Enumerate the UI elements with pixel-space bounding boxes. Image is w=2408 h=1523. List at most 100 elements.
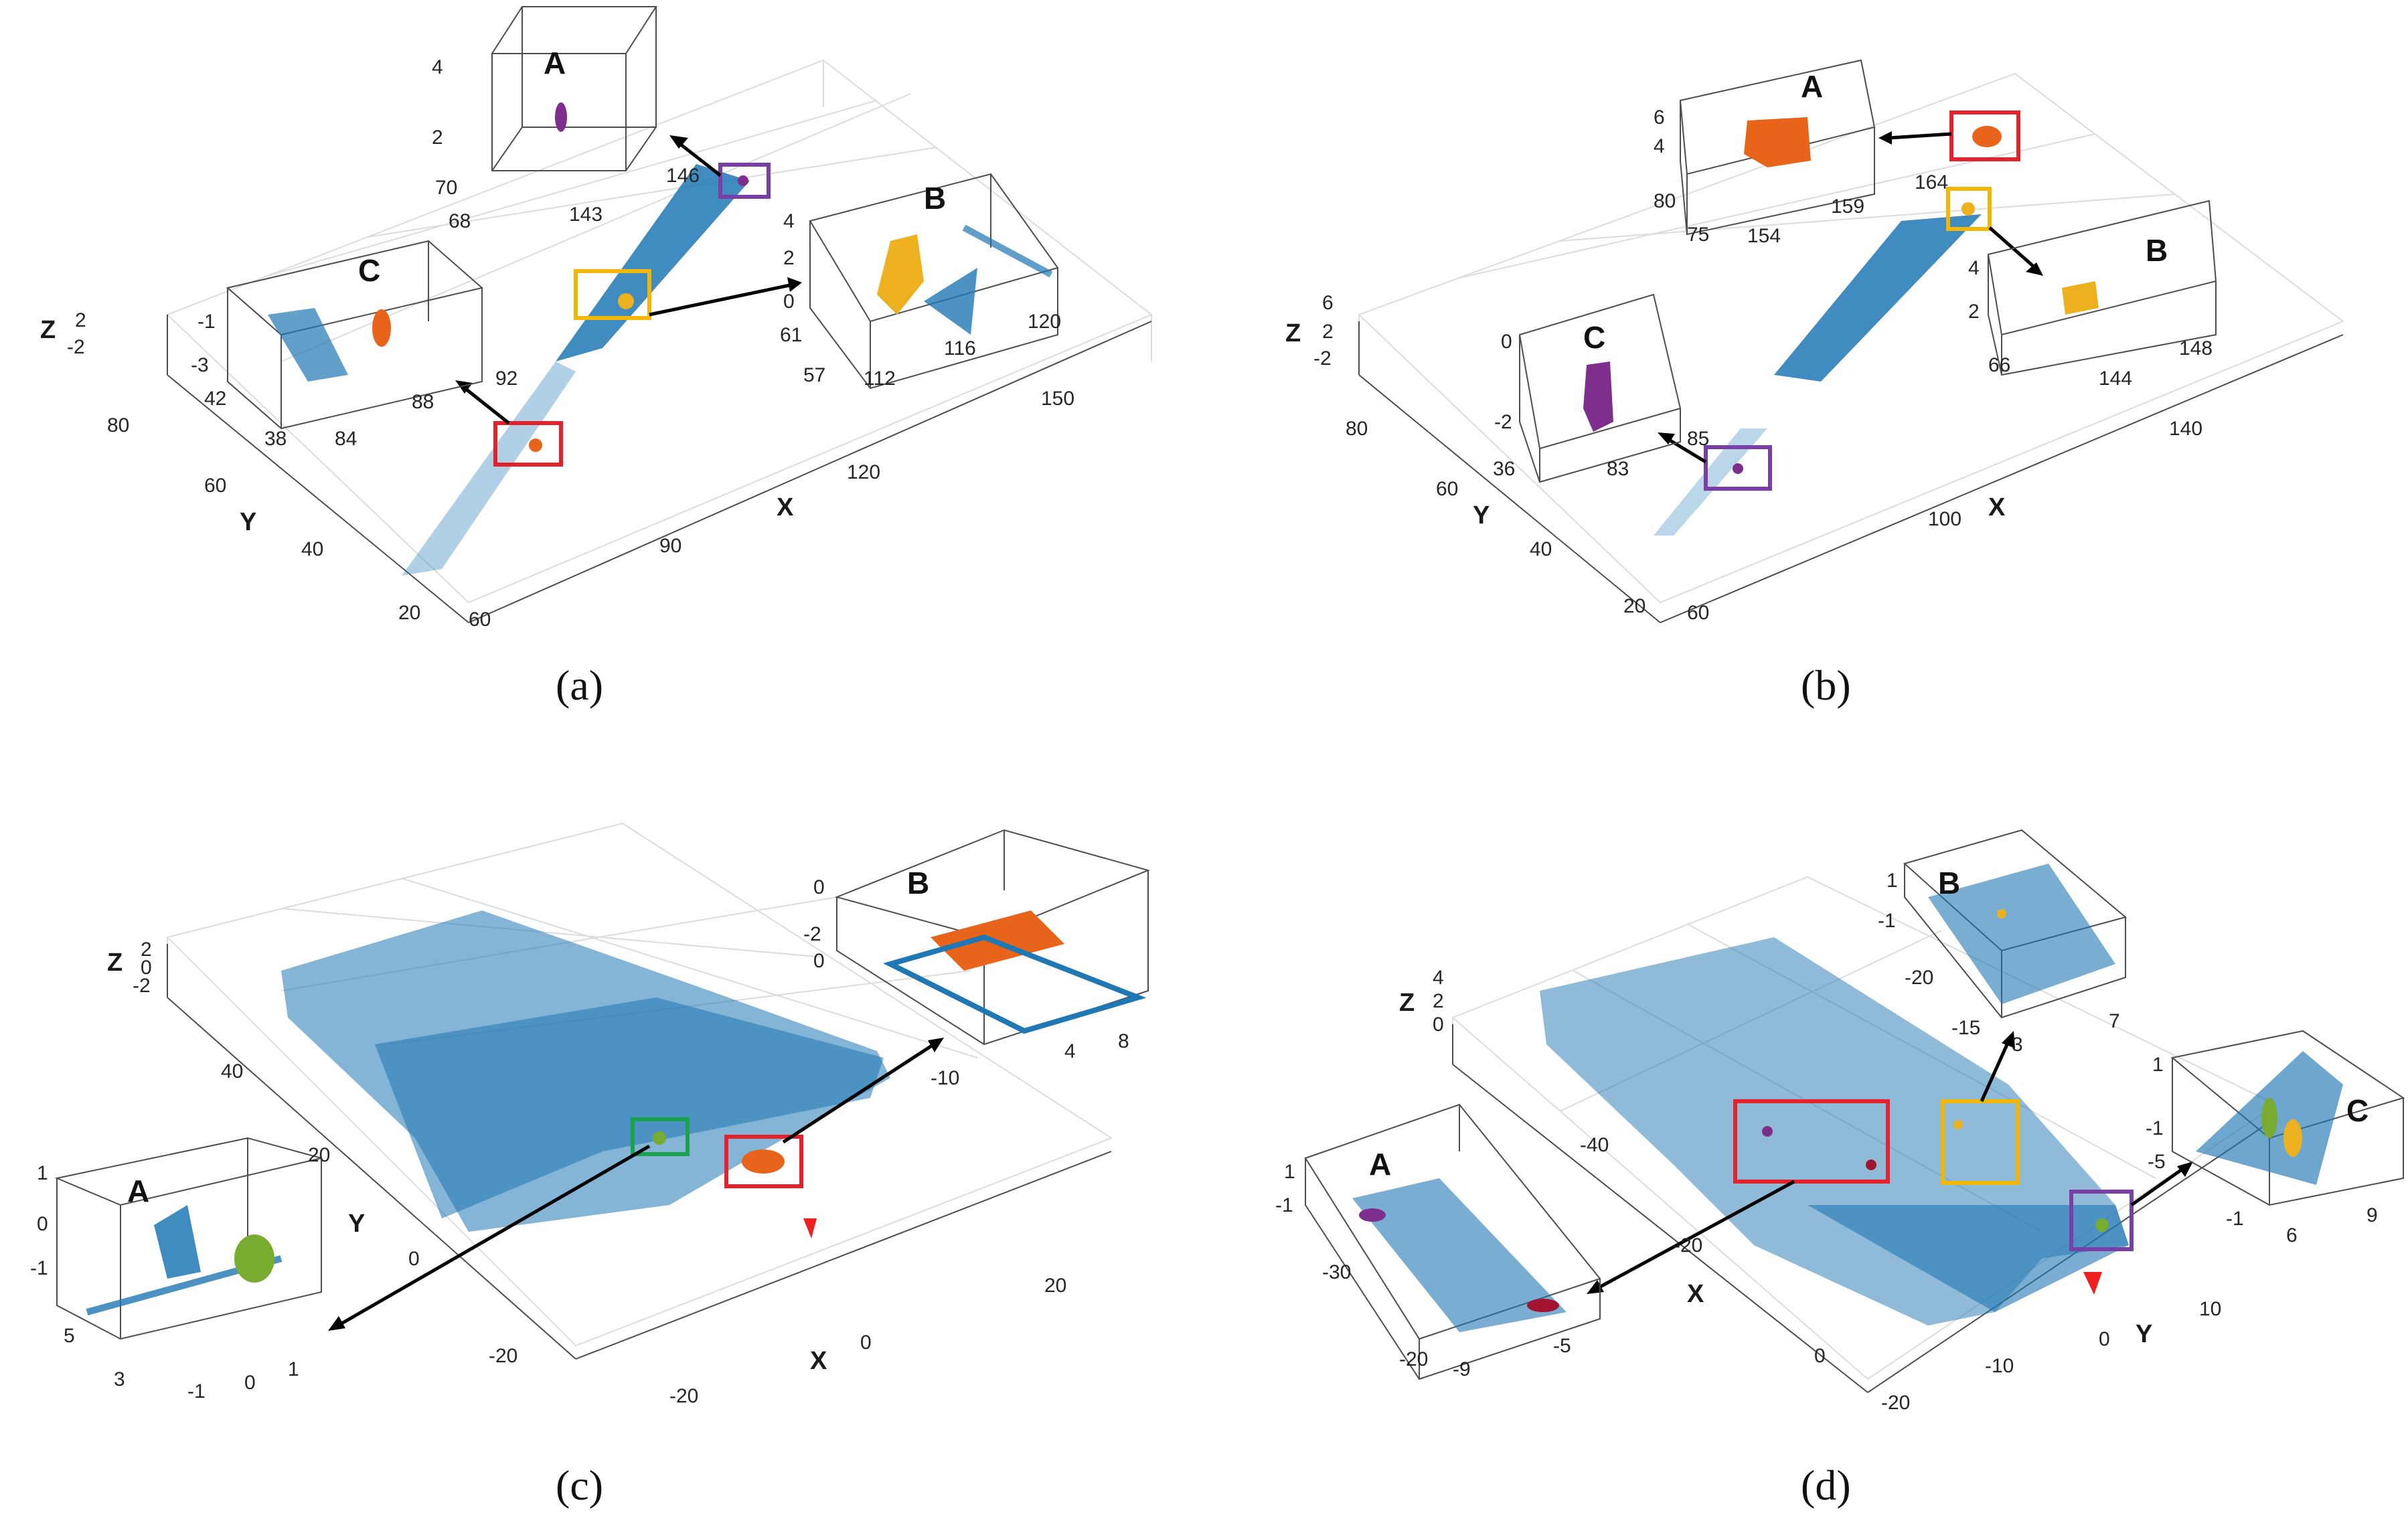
panel-d-road-rays — [1808, 1205, 2129, 1312]
panel-c-inset-a-frame — [54, 1137, 322, 1340]
panel-a-x-tick: 90 — [659, 535, 681, 557]
panel-a-inset-b-cloud-line — [962, 224, 1053, 278]
panel-a-box-purple — [718, 163, 771, 199]
panel-b-inset-b-frame — [1987, 199, 2217, 376]
panel-b-inset-b-cluster — [2062, 281, 2099, 315]
panel-a-main-axes — [167, 315, 1152, 623]
panel-a-y-tick: 20 — [398, 602, 420, 624]
panel-b-inset-a-y-tick: 75 — [1687, 224, 1709, 246]
panel-c-caption: (c) — [556, 1461, 603, 1509]
panel-c-inset-a-cluster-blue — [154, 1205, 201, 1279]
panel-c-y-tick: 0 — [408, 1248, 420, 1270]
panel-a-caption: (a) — [556, 661, 603, 709]
panel-c-main-axes — [167, 944, 1112, 1360]
panel-d-z-label: Z — [1399, 989, 1415, 1017]
panel-a-arrowhead-b — [787, 277, 802, 292]
panel-c-y-tick: 20 — [308, 1144, 330, 1166]
panel-d-box-red — [1733, 1099, 1890, 1184]
panel-c-inset-b-y-tick: -10 — [931, 1067, 959, 1089]
panel-a-inset-b-frame — [809, 173, 1059, 390]
panel-d: A B C 1 -1 -30 -20 -9 -5 1 -1 -20 -15 3 … — [1275, 829, 2405, 1509]
panel-b-z-tick: -2 — [1313, 347, 1332, 370]
panel-d-inset-b-z-tick: 1 — [1887, 870, 1898, 892]
panel-c-inset-a-cluster-green — [234, 1234, 274, 1283]
panel-b-arrow-c — [1666, 436, 1707, 464]
panel-a-inset-a-y-tick: 68 — [449, 210, 471, 232]
panel-d-target-purple — [1762, 1126, 1773, 1137]
panel-d-arrow-b — [1980, 1040, 2010, 1103]
panel-a-inset-a-label: A — [544, 46, 566, 80]
panel-c-z-label: Z — [107, 949, 123, 977]
panel-b-inset-b-z-tick: 2 — [1968, 301, 1980, 323]
panel-a-inset-b-z-tick: 4 — [783, 210, 795, 232]
panel-b-point-cloud-sparse — [1654, 428, 1767, 536]
panel-d-inset-a-x-tick: -30 — [1322, 1261, 1351, 1283]
panel-a-y-tick: 60 — [204, 475, 226, 497]
panel-d-inset-c-cluster-green — [2261, 1098, 2277, 1138]
panel-a-inset-b-x-tick: 112 — [864, 368, 896, 390]
panel-c-box-red — [724, 1135, 803, 1188]
panel-a-inset-a-y-tick: 70 — [435, 177, 457, 199]
panel-d-inset-a-cluster-crimson — [1527, 1299, 1559, 1312]
panel-c-y-label: Y — [348, 1210, 365, 1238]
panel-b-inset-a-x-tick: 159 — [1831, 195, 1864, 218]
panel-c-inset-b-x-tick: 8 — [1118, 1030, 1129, 1052]
panel-a-inset-b-z-tick: 2 — [783, 247, 795, 269]
panel-b-inset-c-cluster — [1583, 362, 1613, 432]
panel-d-z-tick: 4 — [1433, 967, 1444, 989]
panel-d-box-yellow — [1941, 1099, 2020, 1185]
panel-c-x-label: X — [810, 1347, 827, 1375]
panel-a-y-label: Y — [240, 508, 256, 536]
panel-c-x-tick: -20 — [669, 1385, 698, 1407]
panel-d-inset-c-cluster-yellow — [2283, 1119, 2302, 1157]
panel-d-z-tick: 0 — [1433, 1014, 1444, 1036]
panel-d-inset-a-z-tick: 1 — [1284, 1161, 1295, 1183]
panel-d-inset-c-y-tick: 9 — [2366, 1204, 2378, 1226]
panel-a-inset-c-z-tick: -3 — [191, 354, 209, 376]
panel-d-inset-a-x-tick: -20 — [1399, 1348, 1428, 1370]
panel-a-inset-a-cluster — [555, 102, 567, 132]
panel-b-y-label: Y — [1473, 501, 1490, 530]
panel-b-caption: (b) — [1801, 661, 1851, 709]
panel-a-inset-a-z-tick: 2 — [432, 127, 443, 149]
panel-c-inset-b-frame — [834, 829, 1151, 1046]
panel-d-caption: (d) — [1801, 1461, 1851, 1509]
panel-c-inset-a-x-tick: -1 — [187, 1380, 206, 1402]
panel-d-inset-b-y-tick: 7 — [2109, 1010, 2120, 1032]
panel-b-inset-a-x-tick: 164 — [1915, 171, 1948, 193]
panel-c-vehicle-icon — [803, 1218, 817, 1238]
panel-c-inset-a-x-tick: 1 — [288, 1358, 299, 1380]
panel-b-box-yellow — [1946, 187, 1992, 231]
panel-a-inset-b-x-tick: 120 — [1028, 311, 1061, 333]
panel-d-inset-a-y-tick: -9 — [1453, 1358, 1471, 1380]
panel-c-inset-a-label: A — [127, 1174, 149, 1208]
panel-b-y-tick: 80 — [1346, 418, 1368, 440]
panel-b-inset-b-y-tick: 66 — [1988, 354, 2010, 376]
panel-c-target-green — [653, 1131, 666, 1145]
panel-a-inset-c-z-tick: -1 — [197, 311, 216, 333]
panel-a-inset-b-z-tick: 0 — [783, 291, 795, 313]
panel-d-arrow-c — [2130, 1166, 2185, 1207]
panel-c: A B 1 0 -1 5 3 -1 0 1 0 -2 0 -10 4 8 Z 2… — [30, 822, 1151, 1509]
panel-d-inset-a-cluster-purple — [1359, 1208, 1386, 1222]
panel-a-inset-c-frame — [226, 240, 484, 430]
panel-b-point-cloud — [1774, 214, 1982, 382]
panel-c-inset-a-x-tick: 0 — [244, 1372, 256, 1394]
panel-d-inset-a-z-tick: -1 — [1275, 1194, 1293, 1216]
panel-a-x-tick: 120 — [847, 461, 880, 483]
panel-a-z-label: Z — [40, 316, 56, 344]
panel-c-inset-a-y-tick: 5 — [64, 1325, 75, 1347]
panel-d-vehicle-icon — [2083, 1272, 2102, 1295]
panel-d-z-tick: 2 — [1433, 990, 1444, 1012]
panel-b-target-purple — [1733, 463, 1743, 474]
panel-d-box-purple — [2069, 1190, 2134, 1251]
panel-b-inset-a-frame — [1679, 59, 1876, 236]
panel-a-inset-b-y-tick: 61 — [780, 324, 802, 346]
panel-c-inset-a-z-tick: 0 — [37, 1213, 48, 1235]
panel-d-y-tick: -20 — [1881, 1392, 1910, 1414]
panel-c-inset-a-z-tick: -1 — [30, 1257, 48, 1279]
panel-b-inset-c-y-tick: 36 — [1493, 458, 1515, 480]
panel-b-inset-c-x-tick: 85 — [1687, 428, 1709, 450]
panel-a-inset-c-cloud — [268, 308, 348, 382]
